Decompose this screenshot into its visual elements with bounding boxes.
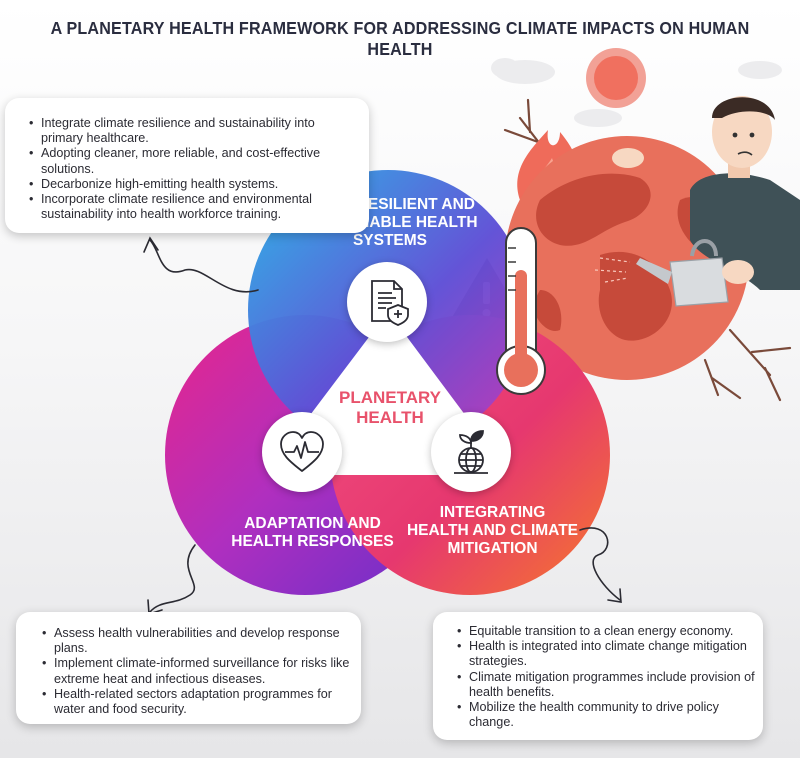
watering-can-icon <box>594 239 754 307</box>
bullet-list: Integrate climate resilience and sustain… <box>25 116 357 222</box>
list-item: Health is integrated into climate change… <box>457 639 755 669</box>
bullet-list: Equitable transition to a clean energy e… <box>453 624 755 730</box>
list-item: Integrate climate resilience and sustain… <box>29 116 357 146</box>
heart-pulse-icon <box>262 412 342 492</box>
label-adaptation: ADAPTATION AND HEALTH RESPONSES <box>231 515 394 550</box>
list-item: Adopting cleaner, more reliable, and cos… <box>29 146 357 176</box>
card-adaptation: Assess health vulnerabilities and develo… <box>16 612 361 724</box>
arrow-to-top-card <box>143 236 259 293</box>
arrow-to-left-card <box>147 544 196 616</box>
list-item: Incorporate climate resilience and envir… <box>29 192 357 222</box>
list-item: Equitable transition to a clean energy e… <box>457 624 755 639</box>
globe-plant-icon <box>431 412 511 492</box>
list-item: Decarbonize high-emitting health systems… <box>29 177 357 192</box>
card-resilient-systems: Integrate climate resilience and sustain… <box>5 98 369 233</box>
list-item: Health-related sectors adaptation progra… <box>42 687 351 717</box>
list-item: Mobilize the health community to drive p… <box>457 700 755 730</box>
list-item: Assess health vulnerabilities and develo… <box>42 626 351 656</box>
label-mitigation: INTEGRATING HEALTH AND CLIMATE MITIGATIO… <box>406 504 579 557</box>
document-shield-icon <box>347 262 427 342</box>
card-mitigation: Equitable transition to a clean energy e… <box>433 612 763 740</box>
arrow-to-right-card <box>579 527 622 603</box>
sun-icon <box>586 48 646 108</box>
burning-earth-icon <box>505 136 749 380</box>
list-item: Climate mitigation programmes include pr… <box>457 670 755 700</box>
bullet-list: Assess health vulnerabilities and develo… <box>38 626 351 717</box>
thermometer-icon <box>496 227 546 395</box>
cloud-icon <box>491 58 782 127</box>
page-title: A PLANETARY HEALTH FRAMEWORK FOR ADDRESS… <box>50 18 750 59</box>
list-item: Implement climate-informed surveillance … <box>42 656 351 686</box>
planetary-health-core <box>285 325 490 475</box>
label-planetary-health: PLANETARY HEALTH <box>339 388 441 427</box>
